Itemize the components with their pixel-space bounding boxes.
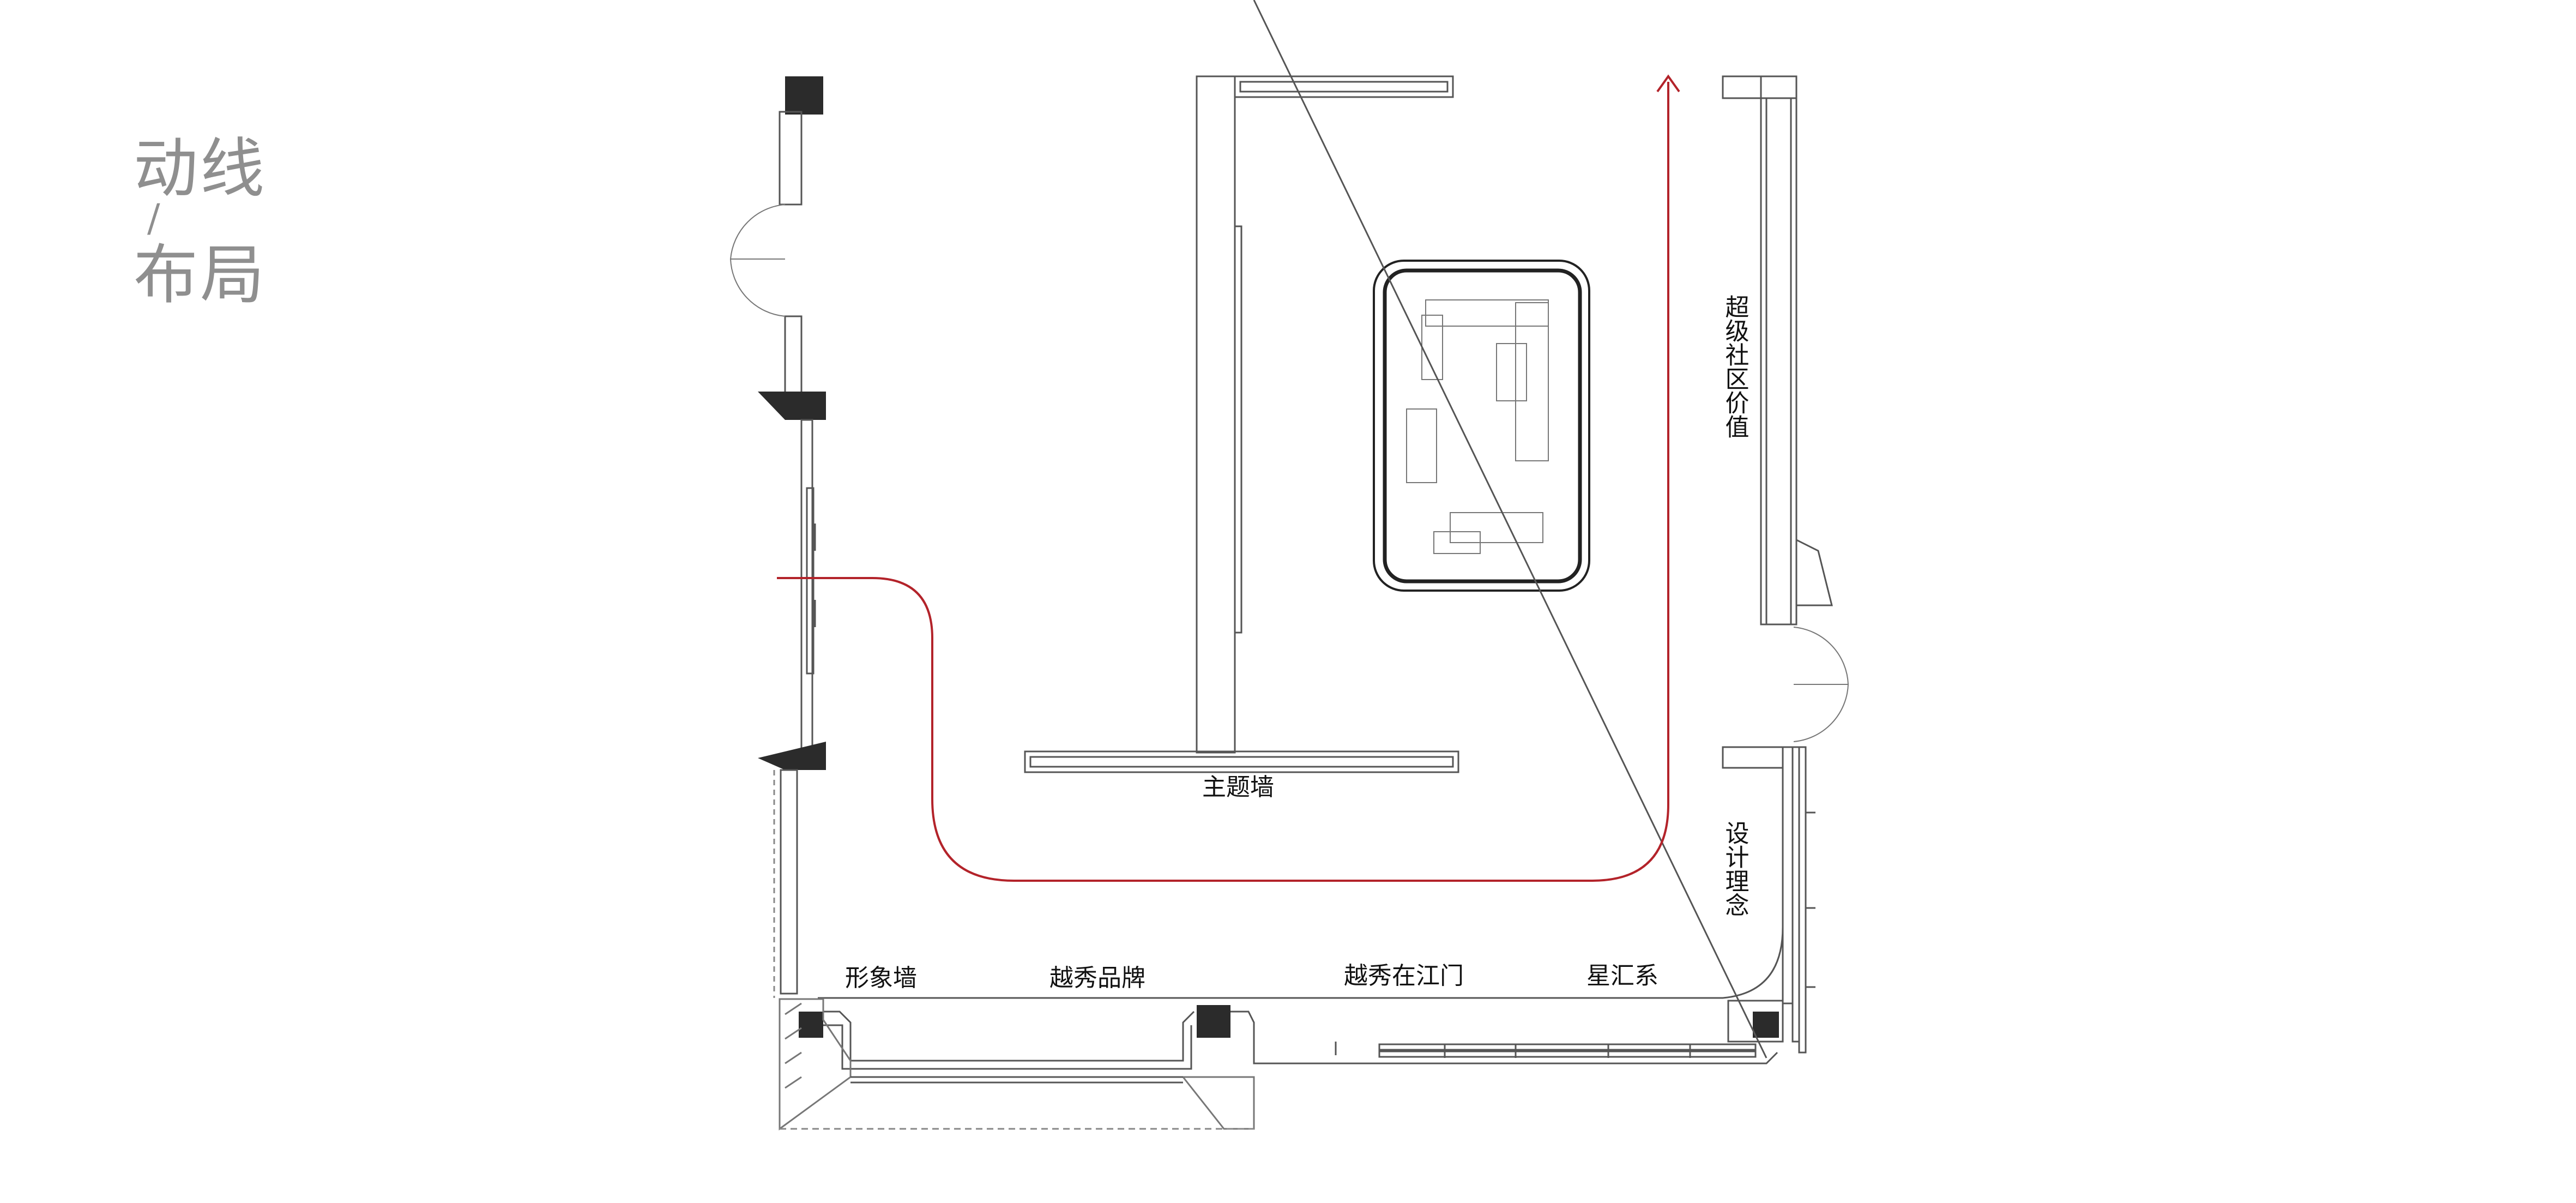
circulation-route	[777, 74, 1680, 882]
right-wall	[818, 75, 1849, 1054]
label-yuexiu-jiangmen: 越秀在江门	[1344, 962, 1464, 990]
label-image-wall: 形象墙	[845, 964, 917, 992]
pillar-bottom-left	[799, 1012, 823, 1038]
label-brand: 越秀品牌	[1049, 964, 1145, 992]
pillar-bottom-right	[1753, 1012, 1779, 1038]
label-super-community: 超级社区价值	[1721, 294, 1749, 438]
label-theme-wall: 主题墙	[1202, 773, 1274, 801]
route-arrowhead	[1656, 74, 1680, 93]
label-star-series: 星汇系	[1586, 962, 1658, 990]
bottom-wall	[779, 0, 1778, 1130]
heading-line1: 动线	[134, 131, 267, 206]
theme-wall-structure	[1024, 75, 1459, 773]
left-door	[729, 204, 786, 317]
pillar-left-mid	[758, 392, 826, 420]
heading-separator: /	[147, 196, 162, 240]
sand-table	[1373, 260, 1590, 592]
right-door	[1793, 627, 1849, 742]
left-wall	[729, 76, 826, 998]
label-design-concept: 设计理念	[1721, 821, 1749, 917]
pillar-bottom-mid	[1197, 1005, 1230, 1038]
pillar-left-low	[758, 742, 826, 770]
heading-line2: 布局	[134, 237, 267, 312]
pillar-top-left	[785, 76, 823, 115]
